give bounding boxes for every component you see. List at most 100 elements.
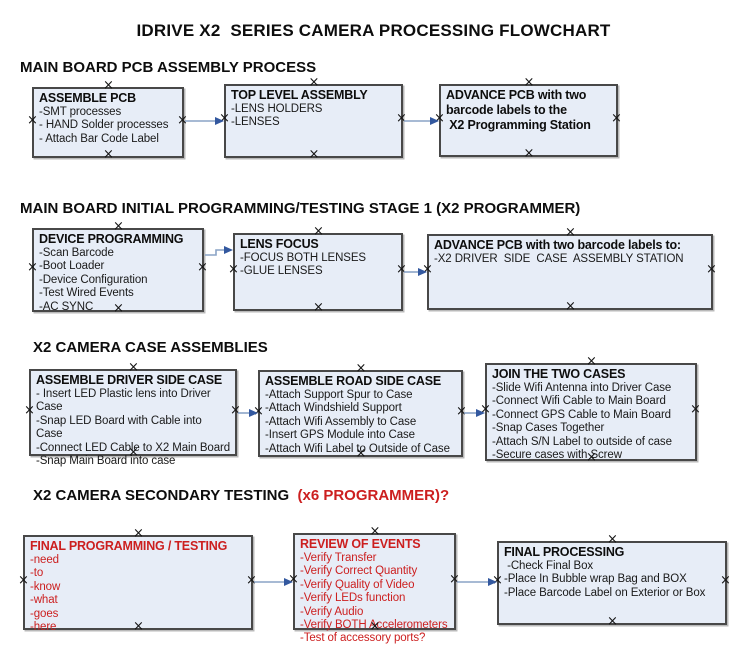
- flow-box-title: TOP LEVEL ASSEMBLY: [231, 88, 368, 102]
- section-heading-secondary-testing-black: X2 CAMERA SECONDARY TESTING: [33, 487, 298, 504]
- connection-x-icon: [27, 261, 38, 274]
- flow-box-title: ASSEMBLE PCB: [39, 91, 136, 105]
- connection-x-icon: [356, 362, 367, 375]
- flow-box-assemble-driver-side-case[interactable]: ASSEMBLE DRIVER SIDE CASE - Insert LED P…: [24, 361, 241, 467]
- box-item: -Check Final Box: [504, 559, 594, 572]
- flow-box-title: ADVANCE PCB with two barcode labels to t…: [446, 88, 591, 132]
- box-item: -Verify Transfer: [300, 551, 377, 564]
- connection-x-icon: [313, 225, 324, 238]
- flow-box-items: -Scan Barcode-Boot Loader-Device Configu…: [39, 247, 198, 314]
- box-item: -Verify Quality of Video: [300, 578, 415, 591]
- flow-box-device-programming[interactable]: DEVICE PROGRAMMING -Scan Barcode-Boot Lo…: [27, 220, 208, 315]
- connection-x-icon: [524, 76, 535, 89]
- flow-box-title: FINAL PROGRAMMING / TESTING: [30, 539, 228, 553]
- box-item: -Connect Wifi Cable to Main Board: [492, 395, 666, 408]
- box-item: -LENS HOLDERS: [231, 102, 323, 115]
- box-item: - Insert LED Plastic lens into Driver Ca…: [36, 387, 214, 414]
- connection-x-icon: [197, 261, 208, 274]
- box-item: -Attach Wifi Assembly to Case: [265, 415, 417, 428]
- box-item: -Insert GPS Module into Case: [265, 429, 415, 442]
- flow-box-assemble-road-side-case[interactable]: ASSEMBLE ROAD SIDE CASE -Attach Support …: [253, 362, 467, 460]
- flow-box-lens-focus[interactable]: LENS FOCUS -FOCUS BOTH LENSES-GLUE LENSE…: [228, 225, 407, 314]
- connection-x-icon: [456, 405, 467, 418]
- connection-x-icon: [720, 574, 731, 587]
- connection-x-icon: [27, 114, 38, 127]
- box-item: -know: [30, 580, 61, 593]
- connection-x-icon: [611, 112, 622, 125]
- connection-x-icon: [113, 220, 124, 233]
- box-item: -Verify Audio: [300, 605, 364, 618]
- connection-x-icon: [18, 574, 29, 587]
- box-item: -Verify Correct Quantity: [300, 565, 418, 578]
- connection-x-icon: [449, 573, 460, 586]
- box-item: -Slide Wifi Antenna into Driver Case: [492, 381, 672, 394]
- connection-x-icon: [396, 112, 407, 125]
- box-item: -Boot Loader: [39, 260, 105, 273]
- connection-x-icon: [228, 263, 239, 276]
- connection-x-icon: [565, 226, 576, 239]
- flow-box-title: ADVANCE PCB with two barcode labels to:: [434, 238, 681, 252]
- flow-box-items: - Insert LED Plastic lens into Driver Ca…: [36, 388, 231, 469]
- connection-x-icon: [246, 574, 257, 587]
- connection-x-icon: [690, 403, 701, 416]
- connection-x-icon: [706, 263, 717, 276]
- flow-box-final-processing[interactable]: FINAL PROCESSING -Check Final Box-Place …: [492, 533, 731, 628]
- connection-x-icon: [607, 533, 618, 546]
- connection-x-icon: [253, 405, 264, 418]
- arrow-device-programming-to-lens-focus: [205, 246, 233, 256]
- flow-box-items: -SMT processes- HAND Solder processes- A…: [39, 106, 178, 146]
- flow-box-join-the-two-cases[interactable]: JOIN THE TWO CASES -Slide Wifi Antenna i…: [480, 355, 701, 464]
- connection-x-icon: [24, 404, 35, 417]
- box-item: -Secure cases with Screw: [492, 449, 622, 462]
- box-item: -Attach Support Spur to Case: [265, 388, 413, 401]
- box-item: -Snap LED Board with Cable into Case: [36, 414, 205, 441]
- connection-x-icon: [607, 615, 618, 628]
- box-item: -Scan Barcode: [39, 246, 114, 259]
- flow-box-advance-pcb-programming-station[interactable]: ADVANCE PCB with two barcode labels to t…: [434, 76, 622, 160]
- connection-x-icon: [288, 573, 299, 586]
- connection-x-icon: [480, 403, 491, 416]
- flow-box-final-programming-testing[interactable]: FINAL PROGRAMMING / TESTING -need-to-kno…: [18, 527, 257, 633]
- box-item: -Connect GPS Cable to Main Board: [492, 408, 671, 421]
- connection-x-icon: [309, 76, 320, 89]
- flow-box-title: DEVICE PROGRAMMING: [39, 232, 184, 246]
- connection-x-icon: [370, 525, 381, 538]
- flow-box-title: FINAL PROCESSING: [504, 545, 625, 559]
- box-item: -to: [30, 567, 44, 580]
- box-item: -Test Wired Events: [39, 287, 134, 300]
- flow-box-assemble-pcb[interactable]: ASSEMBLE PCB -SMT processes- HAND Solder…: [27, 79, 188, 161]
- connection-x-icon: [177, 114, 188, 127]
- page-title: IDRIVE X2 SERIES CAMERA PROCESSING FLOWC…: [136, 21, 611, 40]
- connection-x-icon: [128, 361, 139, 374]
- connection-x-icon: [434, 112, 445, 125]
- connection-x-icon: [219, 112, 230, 125]
- section-heading-secondary-testing: X2 CAMERA SECONDARY TESTING (x6 PROGRAMM…: [33, 487, 449, 504]
- flow-box-advance-pcb-driver-side[interactable]: ADVANCE PCB with two barcode labels to: …: [422, 226, 717, 313]
- connection-x-icon: [230, 404, 241, 417]
- box-item: -Verify BOTH Accelerometers: [300, 619, 448, 632]
- section-heading-case-assemblies: X2 CAMERA CASE ASSEMBLIES: [33, 339, 268, 356]
- flow-box-items: -need-to-know-what-goes-here: [30, 554, 247, 635]
- box-item: -goes: [30, 607, 59, 620]
- box-item: -Place In Bubble wrap Bag and BOX: [504, 573, 687, 586]
- box-item: -SMT processes: [39, 105, 122, 118]
- connection-x-icon: [524, 147, 535, 160]
- connection-x-icon: [422, 263, 433, 276]
- connection-x-icon: [103, 148, 114, 161]
- box-item: -X2 DRIVER SIDE CASE ASSEMBLY STATION: [434, 252, 684, 265]
- flow-box-items: -Attach Support Spur to Case-Attach Wind…: [265, 389, 457, 456]
- connection-x-icon: [313, 301, 324, 314]
- box-item: - HAND Solder processes: [39, 119, 169, 132]
- box-item: -Snap Cases Together: [492, 422, 605, 435]
- box-item: -here: [30, 621, 57, 634]
- box-item: -AC SYNC: [39, 300, 94, 313]
- flow-box-title: ASSEMBLE ROAD SIDE CASE: [265, 374, 441, 388]
- box-item: -what: [30, 594, 58, 607]
- flow-box-items: -X2 DRIVER SIDE CASE ASSEMBLY STATION: [434, 253, 707, 266]
- flow-box-review-of-events[interactable]: REVIEW OF EVENTS -Verify Transfer-Verify…: [288, 525, 460, 644]
- flow-box-title: JOIN THE TWO CASES: [492, 367, 626, 381]
- box-item: -Connect LED Cable to X2 Main Board: [36, 441, 231, 454]
- flow-box-title: REVIEW OF EVENTS: [300, 537, 421, 551]
- flow-box-top-level-assembly[interactable]: TOP LEVEL ASSEMBLY -LENS HOLDERS-LENSES: [219, 76, 407, 161]
- connection-x-icon: [133, 527, 144, 540]
